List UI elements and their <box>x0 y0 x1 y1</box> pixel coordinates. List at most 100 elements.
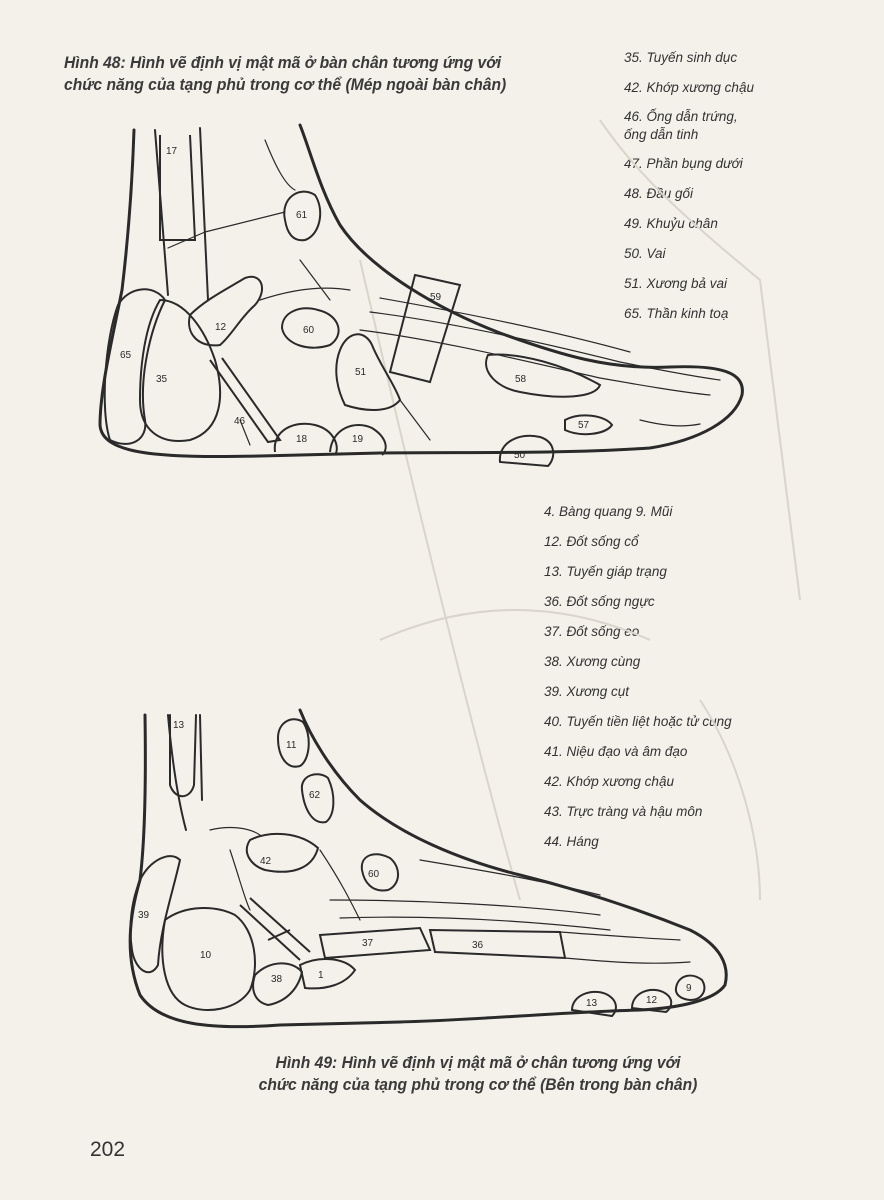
zone-number-label: 37 <box>362 938 374 949</box>
zone-60-b-shape <box>360 853 399 892</box>
foot-49-outline <box>128 708 728 1029</box>
zone-number-label: 46 <box>234 416 246 427</box>
figure-48-caption-line-1: Hình 48: Hình vẽ định vị mật mã ở bàn ch… <box>64 53 502 72</box>
zone-number-label: 13 <box>586 998 598 1009</box>
legend-item: 50. Vai <box>624 246 666 261</box>
leg-49-right-line <box>199 714 203 801</box>
figure-48-zone-labels: 17 61 12 60 59 65 35 51 58 46 18 19 57 5… <box>120 146 590 461</box>
zone-13-strip <box>169 714 197 798</box>
zone-61-shape <box>283 190 322 242</box>
zone-number-label: 60 <box>368 869 380 880</box>
leg-48-right-line <box>199 127 209 301</box>
legend-item: 44. Háng <box>544 834 599 849</box>
zone-46-diagonal <box>209 357 282 444</box>
zone-42-shape <box>245 832 320 873</box>
legend-item-line: ống dẫn tinh <box>624 127 699 142</box>
figure-49-zone-labels: 13 11 62 42 60 39 10 37 36 38 1 13 12 9 <box>138 720 692 1009</box>
zone-number-label: 42 <box>260 856 272 867</box>
leg-48-left-line <box>154 129 169 296</box>
foot-48-midfoot-lines <box>239 259 431 446</box>
legend-item: 40. Tuyến tiền liệt hoặc tử cung <box>544 714 732 729</box>
zone-37-shape <box>318 926 432 960</box>
figure-48-legend: 35. Tuyến sinh dục 42. Khớp xương chậu 4… <box>624 48 754 334</box>
zone-number-label: 61 <box>296 210 308 221</box>
zone-number-label: 1 <box>318 970 324 981</box>
zone-57-shape <box>564 414 614 436</box>
zone-10-shape <box>161 907 256 1011</box>
zone-number-label: 11 <box>286 740 297 751</box>
legend-item: 41. Niệu đạo và âm đạo <box>544 744 688 759</box>
zone-12-shape <box>188 275 264 347</box>
legend-item: 46. Ống dẫn trứng, ống dẫn tinh <box>624 108 754 154</box>
legend-item: 39. Xương cụt <box>544 684 630 699</box>
figure-49-legend: 4. Bàng quang 9. Mũi 12. Đốt sống cổ 13.… <box>544 502 732 862</box>
zone-number-label: 17 <box>166 146 178 157</box>
legend-item: 42. Khớp xương chậu <box>544 774 674 789</box>
legend-item: 42. Khớp xương chậu <box>624 80 754 95</box>
legend-item: 49. Khuỷu chân <box>624 216 718 231</box>
foot-48-bone-lines <box>359 297 721 427</box>
zone-13-b-shape <box>570 990 617 1018</box>
zone-1-shape <box>298 958 357 990</box>
legend-item: 35. Tuyến sinh dục <box>624 50 738 65</box>
zone-number-label: 57 <box>578 420 590 431</box>
foot-49-bone-lines <box>329 859 691 964</box>
zone-59-box <box>388 273 462 384</box>
zone-number-label: 36 <box>472 940 484 951</box>
zone-38-shape <box>252 962 304 1007</box>
legend-item: 65. Thần kinh toạ <box>624 306 729 321</box>
zone-number-label: 38 <box>271 974 283 985</box>
zone-number-label: 62 <box>309 790 321 801</box>
figure-49-caption: Hình 49: Hình vẽ định vị mật mã ở chân t… <box>220 1052 735 1096</box>
zone-number-label: 19 <box>352 434 364 445</box>
legend-item: 48. Đầu gối <box>624 186 694 201</box>
zone-number-label: 10 <box>200 950 212 961</box>
zone-number-label: 12 <box>646 995 658 1006</box>
zone-number-label: 39 <box>138 910 150 921</box>
figure-49-caption-line-1: Hình 49: Hình vẽ định vị mật mã ở chân t… <box>275 1053 681 1072</box>
legend-item: 13. Tuyến giáp trạng <box>544 564 667 579</box>
legend-item: 37. Đốt sống eo <box>544 624 640 639</box>
zone-17-strip <box>159 134 197 241</box>
zone-number-label: 13 <box>173 720 185 731</box>
zone-11-shape <box>276 718 310 768</box>
legend-item: 47. Phần bụng dưới <box>624 156 743 171</box>
zone-9-shape <box>674 974 706 1002</box>
figure-48-caption-line-2: chức năng của tạng phủ trong cơ thể (Mép… <box>64 75 507 94</box>
zone-number-label: 50 <box>514 450 526 461</box>
legend-item: 12. Đốt sống cổ <box>544 534 639 549</box>
foot-49-midfoot-lines <box>209 826 361 921</box>
zone-number-label: 58 <box>515 374 527 385</box>
zone-58-shape <box>485 353 602 398</box>
legend-item: 38. Xương cùng <box>544 654 641 669</box>
legend-item: 43. Trực tràng và hậu môn <box>544 804 703 819</box>
zone-diagonal-lines <box>239 897 311 961</box>
zone-35-shape <box>138 298 221 442</box>
legend-item-line: 46. Ống dẫn trứng, <box>624 109 738 124</box>
zone-62-shape <box>300 773 335 824</box>
legend-item: 36. Đốt sống ngực <box>544 594 655 609</box>
zone-number-label: 51 <box>355 367 367 378</box>
zone-number-label: 65 <box>120 350 132 361</box>
zone-number-label: 59 <box>430 292 442 303</box>
zone-50-shape <box>498 434 555 468</box>
zone-12-b-shape <box>630 988 673 1014</box>
legend-item: 4. Bàng quang 9. Mũi <box>544 504 673 519</box>
page-number: 202 <box>90 1138 126 1161</box>
zone-number-label: 60 <box>303 325 315 336</box>
figure-48-caption: Hình 48: Hình vẽ định vị mật mã ở bàn ch… <box>64 52 616 96</box>
zone-number-label: 12 <box>215 322 227 333</box>
zone-39-shape <box>129 855 182 974</box>
zone-19-shape <box>329 424 387 456</box>
zone-number-label: 35 <box>156 374 168 385</box>
zone-65-shape <box>103 288 167 445</box>
figure-49-caption-line-2: chức năng của tạng phủ trong cơ thể (Bên… <box>258 1075 698 1094</box>
show-through-ghost-lines <box>359 119 801 901</box>
zone-number-label: 18 <box>296 434 308 445</box>
legend-item: 51. Xương bả vai <box>624 276 728 291</box>
zone-18-shape <box>273 422 338 456</box>
zone-60-shape <box>280 307 340 349</box>
zone-number-label: 9 <box>686 983 692 994</box>
